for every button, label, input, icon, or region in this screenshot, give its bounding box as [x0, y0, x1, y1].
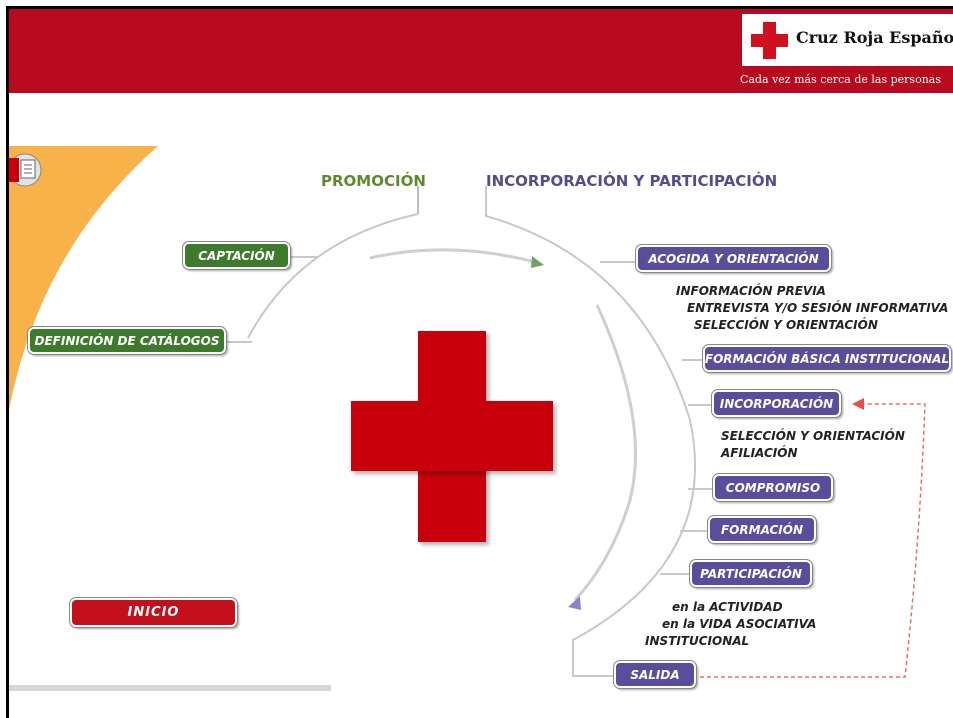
participacion-note-3: INSTITUCIONAL	[645, 634, 750, 648]
definicion-catalogos-button[interactable]: DEFINICIÓN DE CATÁLOGOS	[27, 326, 227, 355]
incorporacion-note-1: SELECCIÓN Y ORIENTACIÓN	[721, 429, 905, 443]
salida-button[interactable]: SALIDA	[613, 660, 697, 689]
logo-cross-icon-bar	[751, 34, 788, 47]
incorporacion-note-2: AFILIACIÓN	[721, 446, 798, 460]
brand-tagline: Cada vez más cerca de las personas	[740, 73, 941, 86]
incorp-arc	[485, 186, 697, 677]
slide-border-left	[6, 6, 9, 718]
acogida-note-1: INFORMACIÓN PREVIA	[676, 284, 826, 298]
participacion-button[interactable]: PARTICIPACIÓN	[689, 559, 813, 588]
triangle-arrow-icon	[531, 256, 544, 268]
acogida-orientacion-button[interactable]: ACOGIDA Y ORIENTACIÓN	[635, 244, 832, 273]
inner-arrow-top	[369, 248, 536, 264]
participacion-note-2: en la VIDA ASOCIATIVA	[662, 617, 817, 631]
formacion-button[interactable]: FORMACIÓN	[707, 515, 817, 544]
compromiso-button[interactable]: COMPROMISO	[712, 473, 834, 502]
participacion-note-1: en la ACTIVIDAD	[672, 600, 783, 614]
acogida-note-2: ENTREVISTA Y/O SESIÓN INFORMATIVA	[687, 301, 949, 315]
acogida-note-3: SELECCIÓN Y ORIENTACIÓN	[694, 318, 878, 332]
inner-arrow-right	[573, 304, 637, 602]
inicio-button[interactable]: INICIO	[69, 597, 238, 628]
slide-border-top	[6, 6, 953, 9]
promo-arc	[247, 213, 419, 339]
footer-divider	[9, 685, 331, 691]
return-arrow-icon	[852, 398, 864, 410]
orange-curve-background	[9, 146, 158, 410]
triangle-arrow-icon-left	[568, 596, 581, 610]
brand-name: Cruz Roja Española	[796, 28, 953, 47]
document-icon	[9, 153, 42, 187]
promocion-heading: PROMOCIÓN	[321, 172, 426, 190]
captacion-button[interactable]: CAPTACIÓN	[182, 241, 291, 270]
incorporacion-heading: INCORPORACIÓN Y PARTICIPACIÓN	[486, 172, 778, 190]
formacion-basica-button[interactable]: FORMACIÓN BÁSICA INSTITUCIONAL	[702, 344, 952, 373]
incorporacion-button[interactable]: INCORPORACIÓN	[711, 389, 842, 418]
red-cross-icon-bar	[351, 401, 553, 471]
